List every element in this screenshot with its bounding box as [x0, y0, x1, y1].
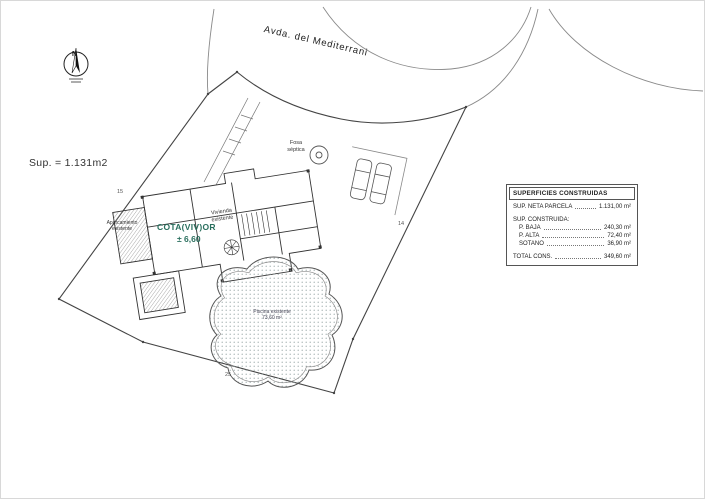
row-value: 1.131,00 m²: [598, 204, 631, 210]
table-row: P. BAJA 240,30 m²: [507, 223, 637, 231]
table-row: P. ALTA 72,40 m²: [507, 231, 637, 239]
built-areas-table: SUPERFICIES CONSTRUIDAS SUP. NETA PARCEL…: [506, 184, 638, 266]
table-row: SUP. NETA PARCELA 1.131,00 m²: [507, 202, 637, 210]
row-label: SOTANO: [519, 241, 544, 247]
row-label: SUP. NETA PARCELA: [513, 204, 573, 210]
row-value: 240,30 m²: [603, 225, 631, 231]
row-label: TOTAL CONS.: [513, 254, 553, 260]
boundary-vertices: [57, 70, 468, 395]
stairs: [241, 210, 271, 237]
areas-table-title: SUPERFICIES CONSTRUIDAS: [509, 187, 635, 200]
table-row: SOTANO 36,90 m²: [507, 239, 637, 247]
row-label: SUP. CONSTRUIDA:: [513, 217, 570, 223]
compass-rose: [63, 47, 89, 83]
parked-cars: [349, 146, 408, 216]
dotted-leader: [542, 236, 605, 238]
house-plan: [112, 168, 322, 321]
table-row: SUP. CONSTRUIDA:: [507, 215, 637, 223]
swimming-pool: [209, 256, 343, 388]
septic-tank: [309, 145, 329, 165]
row-value: 36,90 m²: [607, 241, 631, 247]
dotted-leader: [546, 244, 605, 246]
compass-north-label: N: [72, 51, 78, 58]
level-annotation-line1: COTA(VIV)OR: [157, 222, 216, 232]
dimension-label: 14: [398, 221, 405, 227]
spiral-stair: [223, 239, 240, 256]
dotted-leader: [575, 207, 596, 209]
row-value: 72,40 m²: [607, 233, 631, 239]
row-label: P. ALTA: [519, 233, 540, 239]
porch-terrace: [112, 206, 153, 265]
septic-tank-label: Fosa séptica: [287, 140, 305, 153]
pool-label: Piscina existente 73,60 m²: [253, 309, 291, 321]
row-label: P. BAJA: [519, 225, 541, 231]
road-lines: [206, 6, 704, 108]
existing-parking-label: Aparcamiento existente: [106, 220, 138, 232]
table-row: TOTAL CONS. 349,60 m²: [507, 252, 637, 260]
dimension-label: 15: [117, 189, 124, 195]
dimension-label: 25: [225, 372, 232, 378]
dotted-leader: [543, 228, 601, 230]
row-value: 349,60 m²: [603, 254, 631, 260]
parcel-boundary: [57, 70, 468, 395]
level-annotation-line2: ± 6,60: [177, 234, 201, 244]
parcel-area-note: Sup. = 1.131m2: [29, 157, 108, 169]
driveway-steps: [203, 97, 261, 186]
dotted-leader: [555, 257, 601, 259]
annex-building: [132, 270, 186, 321]
